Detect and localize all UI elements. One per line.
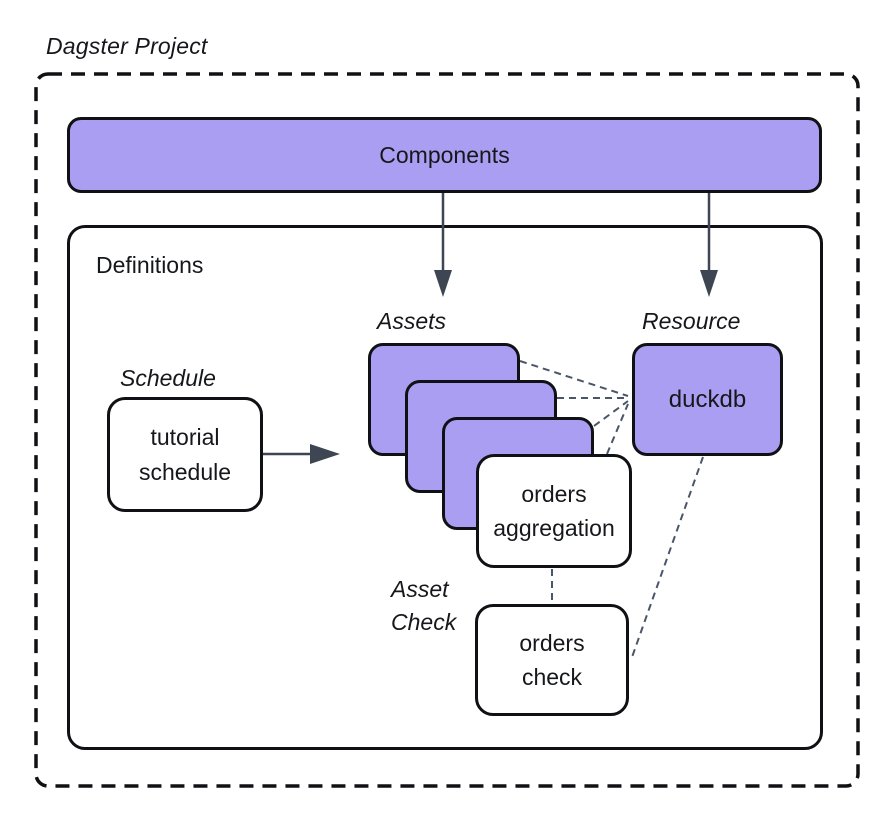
orders-check-label: orders check [519,629,585,691]
asset-check-group-label: Asset Check [391,576,457,636]
orders-check-node: orders check [475,604,629,716]
duckdb-label: duckdb [668,385,747,413]
definitions-label: Definitions [96,252,204,278]
tutorial-schedule-node: tutorial schedule [107,397,263,512]
orders-aggregation-node: orders aggregation [476,454,632,568]
orders-aggregation-label: orders aggregation [493,480,615,542]
project-title: Dagster Project [46,33,208,59]
resource-group-label: Resource [642,308,741,334]
duckdb-node: duckdb [632,343,783,456]
components-node: Components [67,117,822,193]
schedule-group-label: Schedule [120,365,216,391]
components-label: Components [379,141,510,168]
assets-group-label: Assets [377,308,447,334]
tutorial-schedule-label: tutorial schedule [138,424,232,485]
